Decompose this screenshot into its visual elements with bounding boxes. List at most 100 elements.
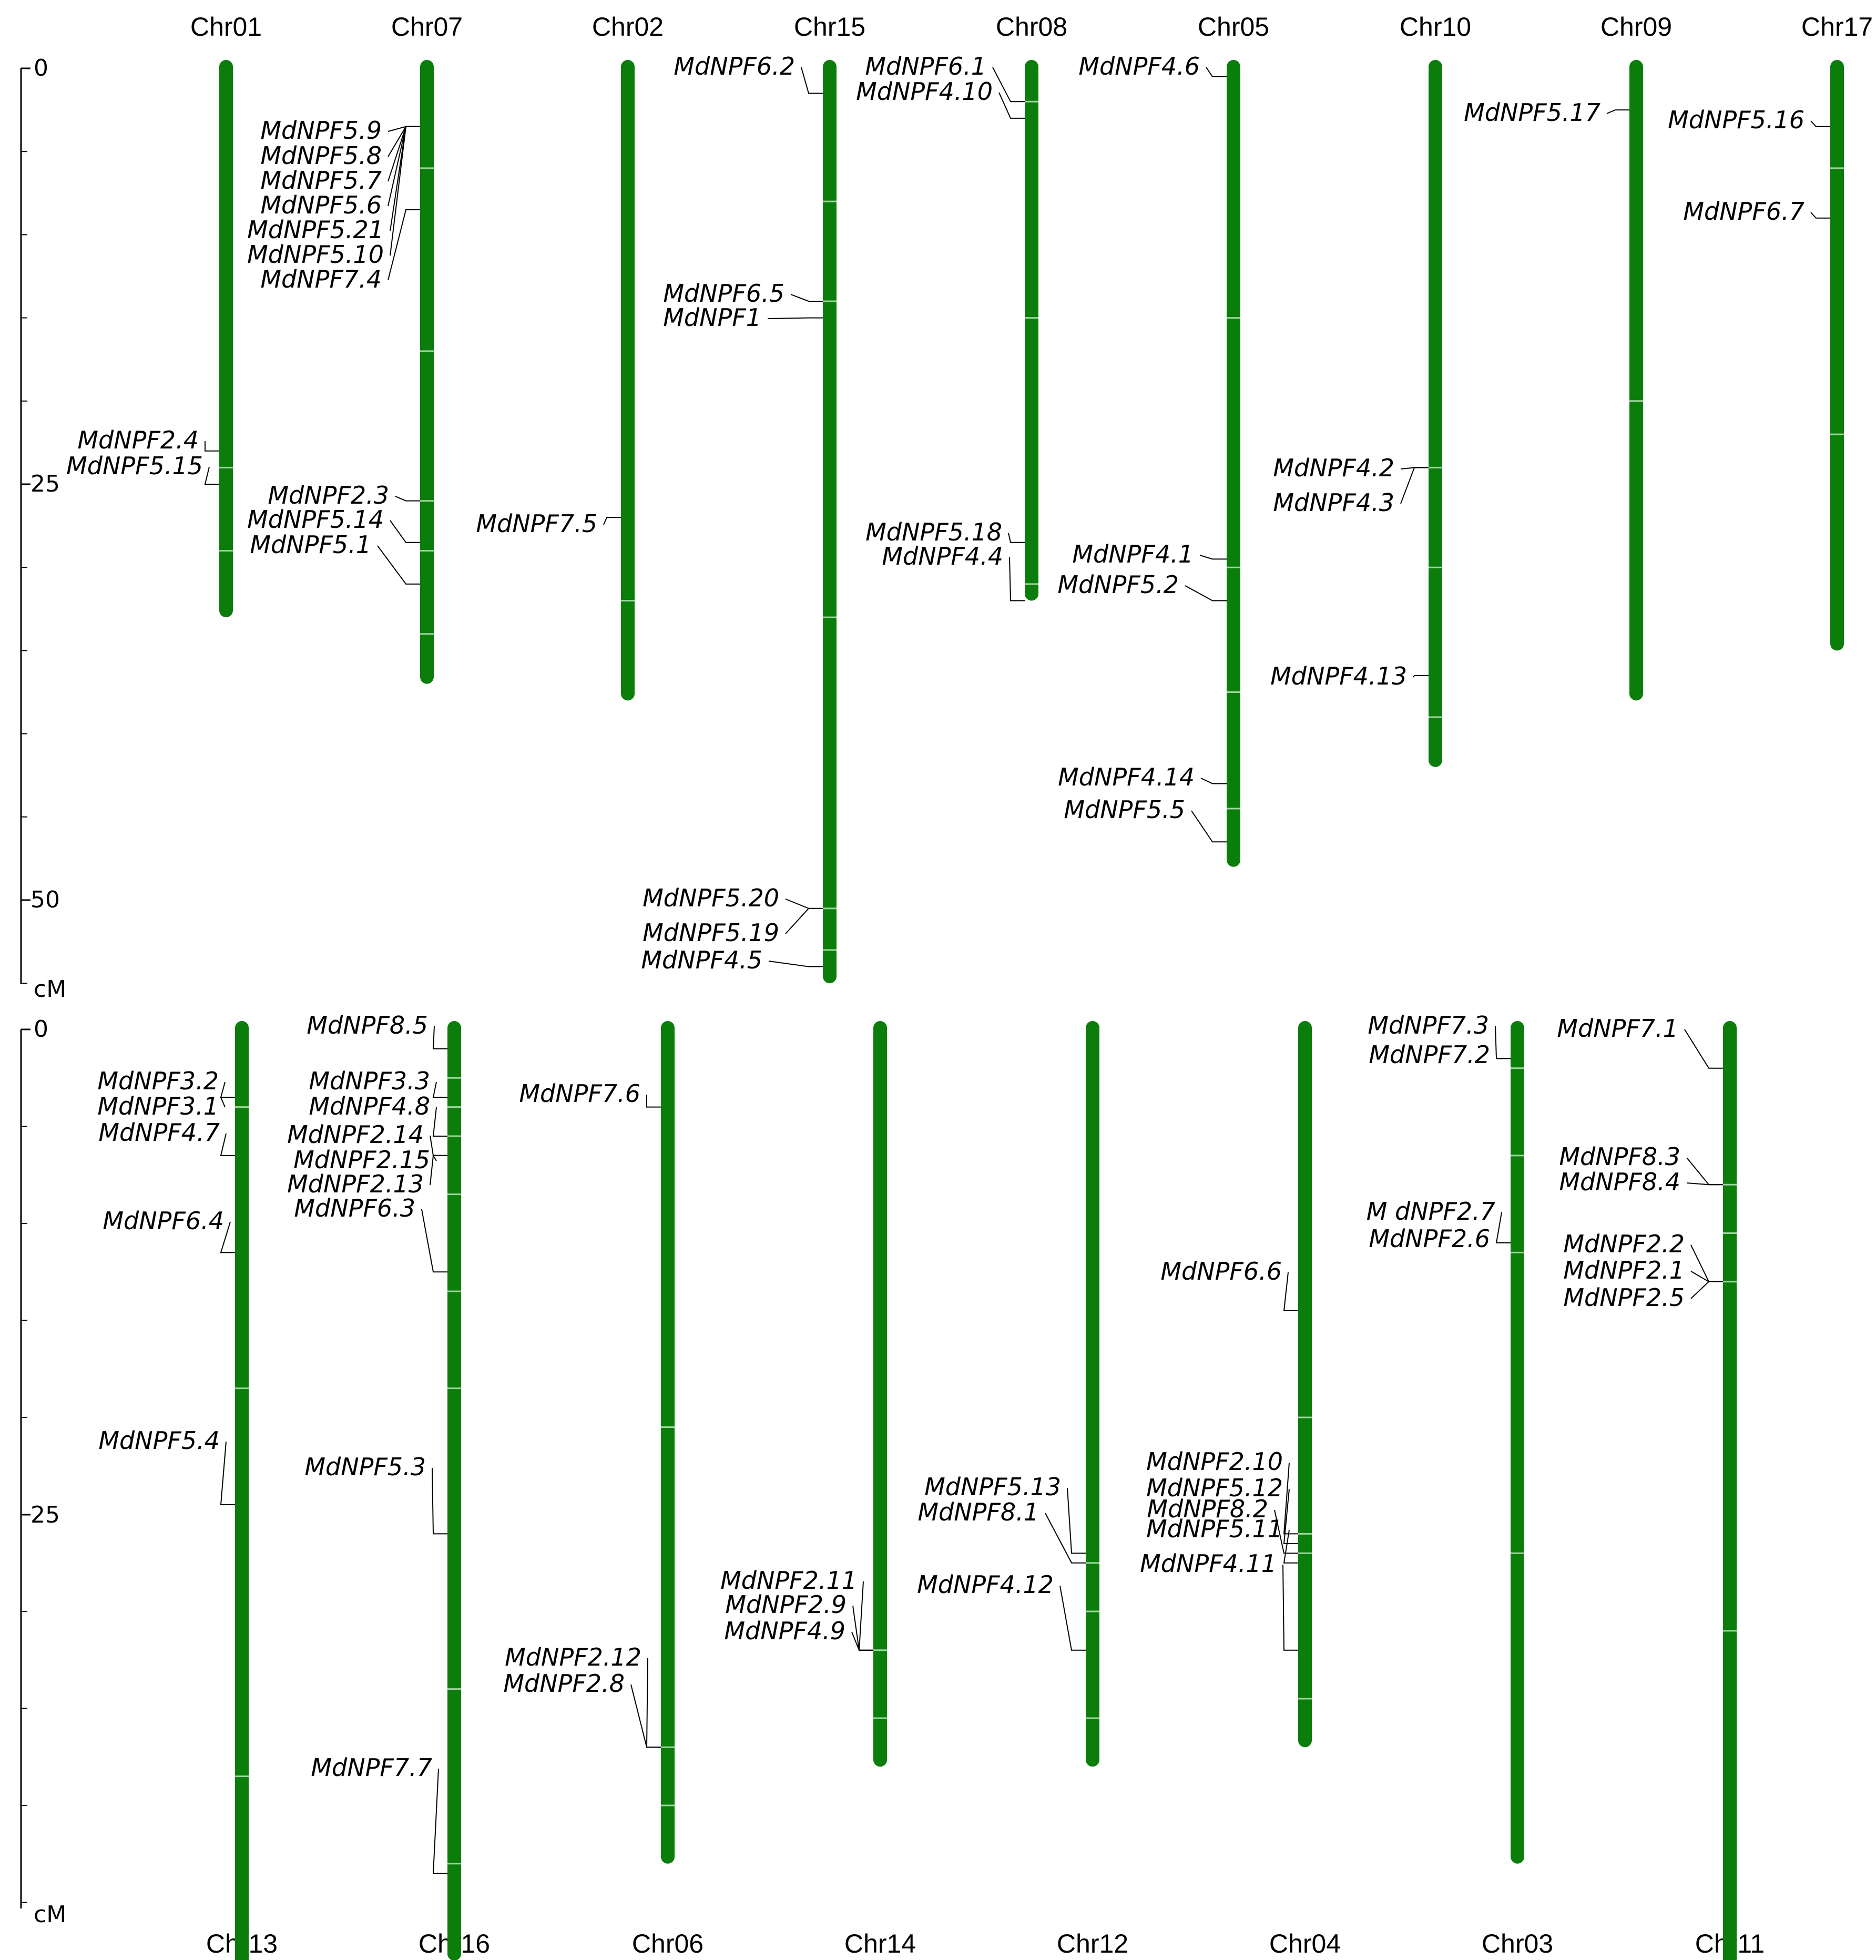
top-tick-25: 25 (30, 471, 60, 497)
bottom-axis-unit: cM (34, 1901, 66, 1928)
chromosome-chr16: Chr16MdNPF8.5MdNPF3.3MdNPF4.8MdNPF2.14Md… (287, 1011, 490, 1960)
gene-connector (646, 1658, 661, 1748)
gene-connector (220, 1221, 235, 1253)
gene-label: MdNPF4.9 (724, 1617, 845, 1645)
gene-connector (630, 1684, 661, 1748)
chromosome-chr11: Chr11MdNPF7.1MdNPF8.3MdNPF8.4MdNPF2.2MdN… (1557, 1014, 1765, 1960)
chromosome-name: Chr05 (1198, 12, 1269, 42)
gene-connector (1282, 1564, 1298, 1651)
top-tick-0: 0 (34, 55, 48, 81)
gene-label: MdNPF4.2 (1273, 454, 1394, 482)
gene-label: MdNPF4.12 (917, 1570, 1054, 1599)
chromosome-name: Chr01 (190, 12, 262, 42)
gene-label: MdNPF5.7 (260, 166, 382, 195)
chromosome-name: Chr12 (1057, 1929, 1128, 1958)
gene-connector (220, 1133, 235, 1156)
chromosome-name: Chr07 (391, 12, 463, 42)
chromosome-bar (621, 60, 635, 701)
gene-label: MdNPF8.3 (1559, 1142, 1680, 1171)
chromosome-name: Chr10 (1400, 12, 1471, 42)
gene-connector (220, 1097, 235, 1108)
chromosome-bar (1086, 1021, 1099, 1767)
gene-label: MdNPF4.14 (1058, 763, 1195, 791)
gene-connector (1690, 1281, 1723, 1299)
gene-label: MdNPF5.17 (1464, 98, 1600, 127)
chromosome-bar (235, 1021, 249, 1960)
chromosome-bar (420, 60, 434, 684)
gene-label: MdNPF6.1 (865, 52, 986, 80)
chromosome-chr05: Chr05MdNPF4.6MdNPF4.1MdNPF5.2MdNPF4.14Md… (1057, 12, 1269, 867)
gene-connector (395, 496, 420, 502)
gene-connector (785, 899, 823, 909)
gene-label: MdNPF2.15 (293, 1146, 430, 1174)
gene-label: MdNPF2.2 (1563, 1230, 1685, 1258)
gene-connector (432, 1467, 447, 1535)
gene-label: MdNPF8.1 (917, 1498, 1039, 1526)
gene-connector (390, 126, 420, 256)
gene-label: MdNPF2.12 (505, 1643, 641, 1671)
gene-label: MdNPF2.6 (1369, 1224, 1490, 1253)
bottom-tick-25: 25 (30, 1502, 60, 1528)
gene-label: MdNPF4.3 (1273, 488, 1394, 517)
chromosome-bar (1629, 60, 1643, 701)
gene-connector (646, 1095, 661, 1108)
chromosome-bar (1511, 1021, 1524, 1864)
gene-label: MdNPF4.4 (882, 542, 1003, 570)
gene-connector (1009, 557, 1025, 601)
gene-connector (220, 1081, 235, 1098)
gene-connector (1496, 1056, 1511, 1059)
bottom-panel: Chr13MdNPF3.2MdNPF3.1MdNPF4.7MdNPF6.4MdN… (97, 1011, 1765, 1960)
chromosome-bar (873, 1021, 887, 1767)
gene-label: MdNPF5.6 (260, 191, 382, 219)
gene-connector (603, 517, 621, 525)
gene-label: MdNPF6.5 (663, 279, 784, 308)
gene-label: MdNPF5.16 (1668, 106, 1804, 134)
gene-connector (388, 209, 420, 281)
gene-label: MdNPF4.11 (1140, 1549, 1277, 1578)
gene-connector (992, 67, 1025, 103)
gene-label: MdNPF5.13 (924, 1473, 1061, 1501)
gene-connector (1495, 1212, 1511, 1243)
gene-label: MdNPF2.1 (1563, 1256, 1685, 1284)
chromosome-chr04: Chr04MdNPF6.6MdNPF2.10MdNPF5.12MdNPF8.2M… (1140, 1021, 1341, 1958)
chromosome-bar (661, 1021, 675, 1864)
gene-label: MdNPF5.15 (66, 452, 203, 480)
chromosome-name: Chr04 (1269, 1929, 1341, 1958)
gene-connector (1199, 555, 1227, 560)
gene-label: MdNPF5.14 (247, 505, 384, 534)
gene-connector (1067, 1487, 1086, 1554)
gene-connector (1686, 1157, 1723, 1186)
top-axis-unit: cM (34, 976, 66, 1003)
gene-label: MdNPF5.3 (304, 1453, 426, 1481)
gene-label: MdNPF5.12 (1146, 1474, 1283, 1502)
gene-label: MdNPF2.3 (268, 481, 389, 509)
gene-label: MdNPF7.1 (1557, 1014, 1678, 1043)
gene-label: MdNPF7.4 (260, 265, 382, 293)
gene-label: MdNPF5.9 (260, 116, 382, 145)
gene-label: MdNPF2.11 (720, 1566, 857, 1595)
gene-label: MdNPF2.13 (287, 1170, 424, 1198)
gene-connector (1283, 1462, 1298, 1535)
gene-connector (432, 1155, 447, 1161)
gene-label: MdNPF6.2 (674, 52, 795, 80)
chromosome-name: Chr14 (844, 1929, 916, 1958)
gene-label: MdNPF4.6 (1078, 52, 1200, 80)
gene-connector (801, 67, 823, 94)
chromosome-name: Chr02 (592, 12, 664, 42)
gene-label: MdNPF6.6 (1160, 1257, 1282, 1285)
gene-connector (1059, 1585, 1086, 1651)
chromosome-name: Chr08 (996, 12, 1067, 42)
gene-connector (768, 961, 823, 967)
gene-label: MdNPF2.8 (503, 1669, 625, 1698)
gene-connector (204, 466, 219, 485)
gene-connector (432, 1081, 447, 1098)
